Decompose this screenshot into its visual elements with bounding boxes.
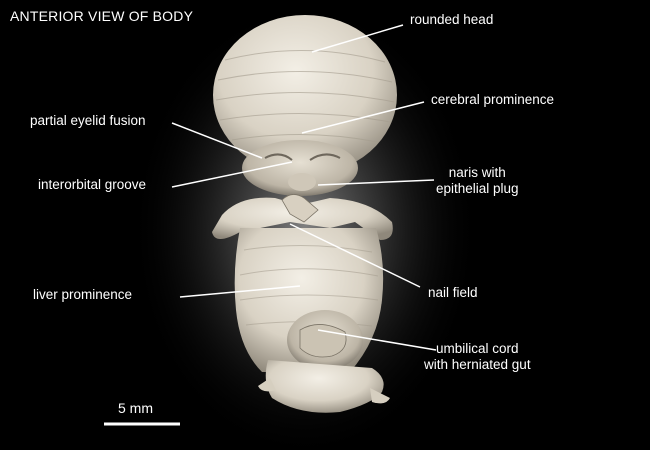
label-interorbital-groove: interorbital groove [38, 177, 147, 192]
leader-rounded-head [311, 24, 404, 53]
leader-interorbital-groove [171, 161, 293, 188]
label-naris: naris with epithelial plug [436, 165, 519, 197]
label-naris-line2: epithelial plug [436, 181, 519, 196]
leader-partial-eyelid-fusion [171, 122, 263, 159]
leader-nail-field [289, 223, 421, 288]
label-naris-line1: naris with [448, 165, 506, 180]
head-ridges [215, 49, 395, 143]
leader-umbilical-cord [317, 329, 437, 351]
label-liver-prominence: liver prominence [33, 287, 133, 302]
label-umbilical-line1: umbilical cord [436, 341, 519, 356]
specimen-legs [265, 360, 384, 413]
leader-liver-prominence [179, 285, 301, 298]
label-rounded-head: rounded head [410, 12, 494, 27]
scale-bar-label: 5 mm [118, 400, 153, 416]
label-cerebral-prominence: cerebral prominence [431, 92, 555, 107]
leader-naris [317, 179, 435, 186]
label-nail-field: nail field [428, 285, 478, 300]
label-partial-eyelid-fusion: partial eyelid fusion [30, 113, 146, 128]
label-umbilical-cord: umbilical cord with herniated gut [424, 341, 531, 373]
leader-cerebral-prominence [301, 101, 425, 134]
leader-lines [171, 24, 437, 351]
figure-title: ANTERIOR VIEW OF BODY [10, 8, 194, 24]
label-umbilical-line2: with herniated gut [424, 357, 531, 372]
